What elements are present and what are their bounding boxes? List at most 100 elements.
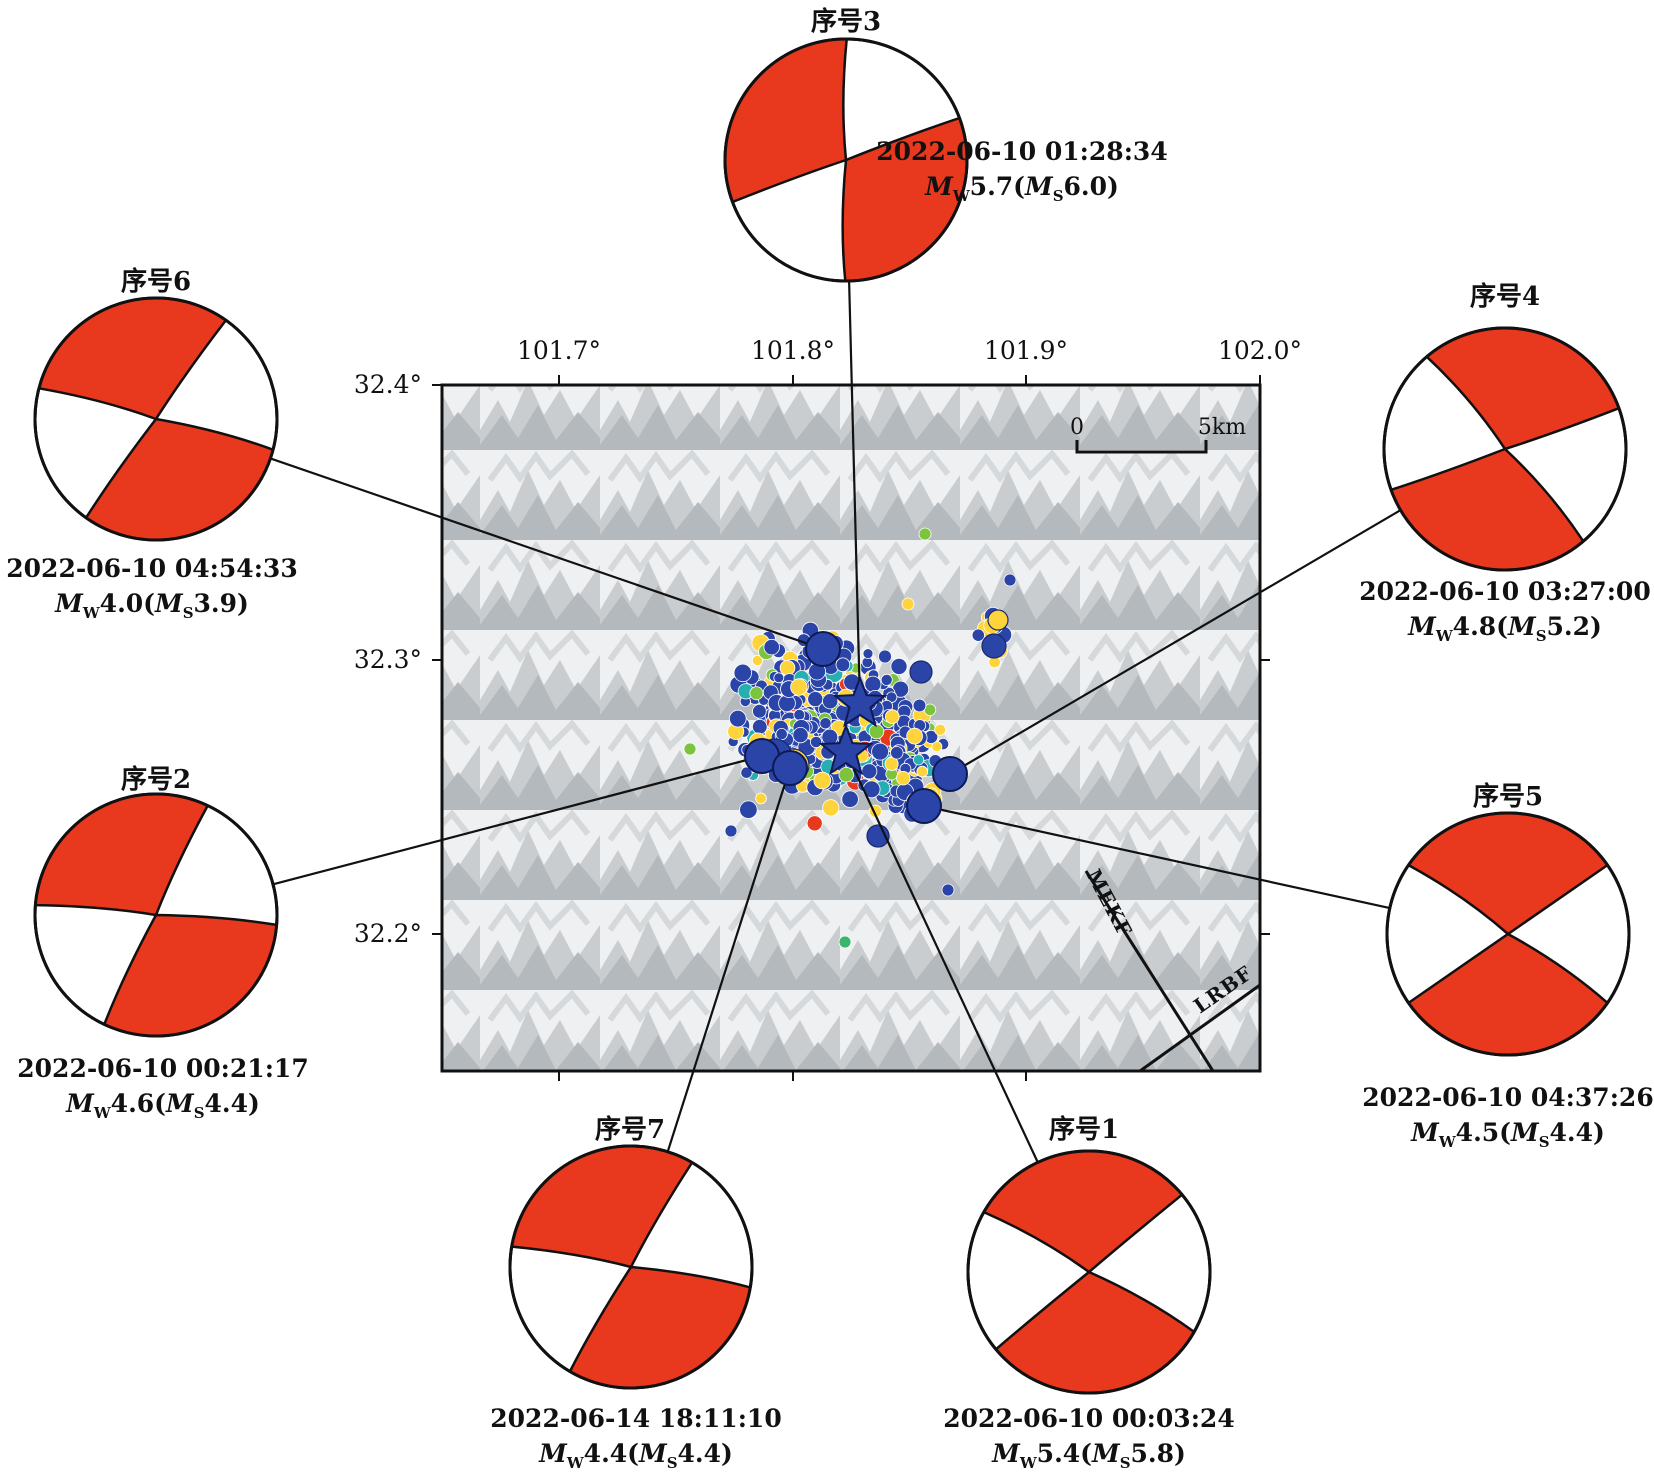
connector-line-3 (848, 280, 862, 705)
event-magnitude-1: MW5.4(MS5.8) (991, 1439, 1186, 1472)
event-magnitude-4: MW4.8(MS5.2) (1407, 612, 1602, 645)
event-magnitude-3: MW5.7(MS6.0) (924, 172, 1119, 205)
seismicity-dot (779, 660, 796, 676)
seismicity-dot (752, 703, 767, 719)
seismicity-dot (822, 799, 840, 817)
event-date-2: 2022-06-10 00:21:17 (17, 1054, 308, 1083)
seismicity-dot-large (987, 609, 1009, 631)
event-title-1: 序号1 (1049, 1114, 1119, 1145)
seismicity-dot (822, 693, 839, 710)
seismicity-dot (884, 756, 899, 771)
seismicity-dot (890, 746, 904, 760)
lon-label-101-8: 101.8° (751, 336, 835, 365)
event-magnitude-6: MW4.0(MS3.9) (54, 589, 249, 622)
connector-line-6 (270, 457, 824, 651)
event-marker-circle-4 (932, 756, 968, 792)
event-magnitude-5: MW4.5(MS4.4) (1410, 1118, 1605, 1151)
seismicity-dot (751, 718, 768, 735)
connector-line-5 (923, 804, 1391, 910)
connector-lines (270, 280, 1402, 1163)
seismicity-dot (934, 723, 947, 736)
seismicity-dot (793, 709, 806, 721)
seismicity-dot (906, 727, 923, 745)
seismicity-dot (835, 657, 851, 673)
seismicity-dot (841, 790, 859, 808)
seismicity-dot (868, 723, 885, 740)
seismicity-dot (1003, 573, 1017, 587)
seismicity-dot (728, 709, 747, 728)
event-date-5: 2022-06-10 04:37:26 (1362, 1083, 1653, 1112)
event-marker-star-1 (818, 723, 874, 776)
seismicity-dot (790, 678, 808, 696)
connector-line-7 (666, 767, 792, 1153)
seismicity-dot (901, 597, 915, 611)
seismicity-dot (751, 654, 764, 667)
seismicity-dot (792, 726, 809, 744)
seismicity-dot (773, 672, 785, 684)
seismicity-dot (971, 628, 985, 642)
seismicity-dot (941, 883, 955, 897)
fault-line-mekf (1084, 870, 1215, 1071)
seismicity-dot (806, 815, 823, 832)
event-title-7: 序号7 (595, 1114, 665, 1145)
lon-label-101-9: 101.9° (984, 336, 1068, 365)
event-marker-circle-7 (772, 750, 808, 786)
seismicity-dot (809, 735, 823, 749)
seismicity-dot (912, 754, 925, 766)
seismicity-dot (918, 527, 932, 541)
connector-line-1 (845, 751, 1039, 1163)
seismicity-dot (861, 763, 878, 780)
scale-bar-end-label: 5km (1198, 415, 1246, 440)
fault-lines (1084, 870, 1260, 1071)
seismicity-dot (880, 673, 893, 686)
seismicity-dot-large (981, 633, 1007, 659)
event-date-1: 2022-06-10 00:03:24 (943, 1404, 1234, 1433)
seismicity-dot (862, 648, 874, 659)
seismicity-dot (724, 824, 738, 838)
fault-line-lrbf (1139, 983, 1260, 1071)
seismicity-dot (864, 675, 882, 693)
scale-bar: 0 5km (1070, 415, 1246, 454)
scale-bar-start-label: 0 (1070, 415, 1084, 440)
event-date-6: 2022-06-10 04:54:33 (6, 554, 297, 583)
event-marker-circle-6 (805, 631, 841, 667)
seismicity-dot (763, 638, 780, 656)
seismicity-dot (931, 741, 943, 753)
event-magnitude-2: MW4.6(MS4.4) (65, 1089, 260, 1122)
seismicity-dot (740, 766, 753, 779)
map-panel: MEKF LRBF 101.7° 101.8° 101.9° 102.0° 32… (354, 336, 1302, 1081)
lat-label-32-2: 32.2° (354, 919, 422, 948)
event-title-2: 序号2 (121, 764, 191, 795)
lon-label-102-0: 102.0° (1218, 336, 1302, 365)
seismicity-dot (878, 649, 892, 664)
seismicity-dot (739, 800, 758, 819)
event-title-3: 序号3 (811, 6, 881, 37)
seismicity-dot (819, 717, 832, 730)
seismicity-dot (871, 742, 889, 761)
seismicity-dot (683, 742, 697, 756)
seismicity-dot (813, 771, 832, 790)
seismicity-dot (896, 771, 911, 786)
event-magnitude-7: MW4.4(MS4.4) (538, 1439, 733, 1472)
event-title-6: 序号6 (121, 266, 191, 297)
seismicity-dot (884, 709, 900, 724)
seismicity-dot (838, 935, 852, 949)
seismicity-dot (916, 765, 929, 778)
event-marker-star-3 (832, 675, 888, 728)
axis-ticks (432, 375, 1270, 1081)
seismicity-dot (912, 698, 927, 713)
connector-line-4 (949, 509, 1402, 775)
seismicity-dot (838, 767, 854, 783)
lon-label-101-7: 101.7° (517, 336, 601, 365)
seismicity-dot-large (909, 660, 933, 684)
connector-line-2 (272, 754, 763, 886)
seismicity-dot (775, 727, 788, 741)
lat-label-32-3: 32.3° (354, 645, 422, 674)
event-markers (744, 631, 968, 824)
